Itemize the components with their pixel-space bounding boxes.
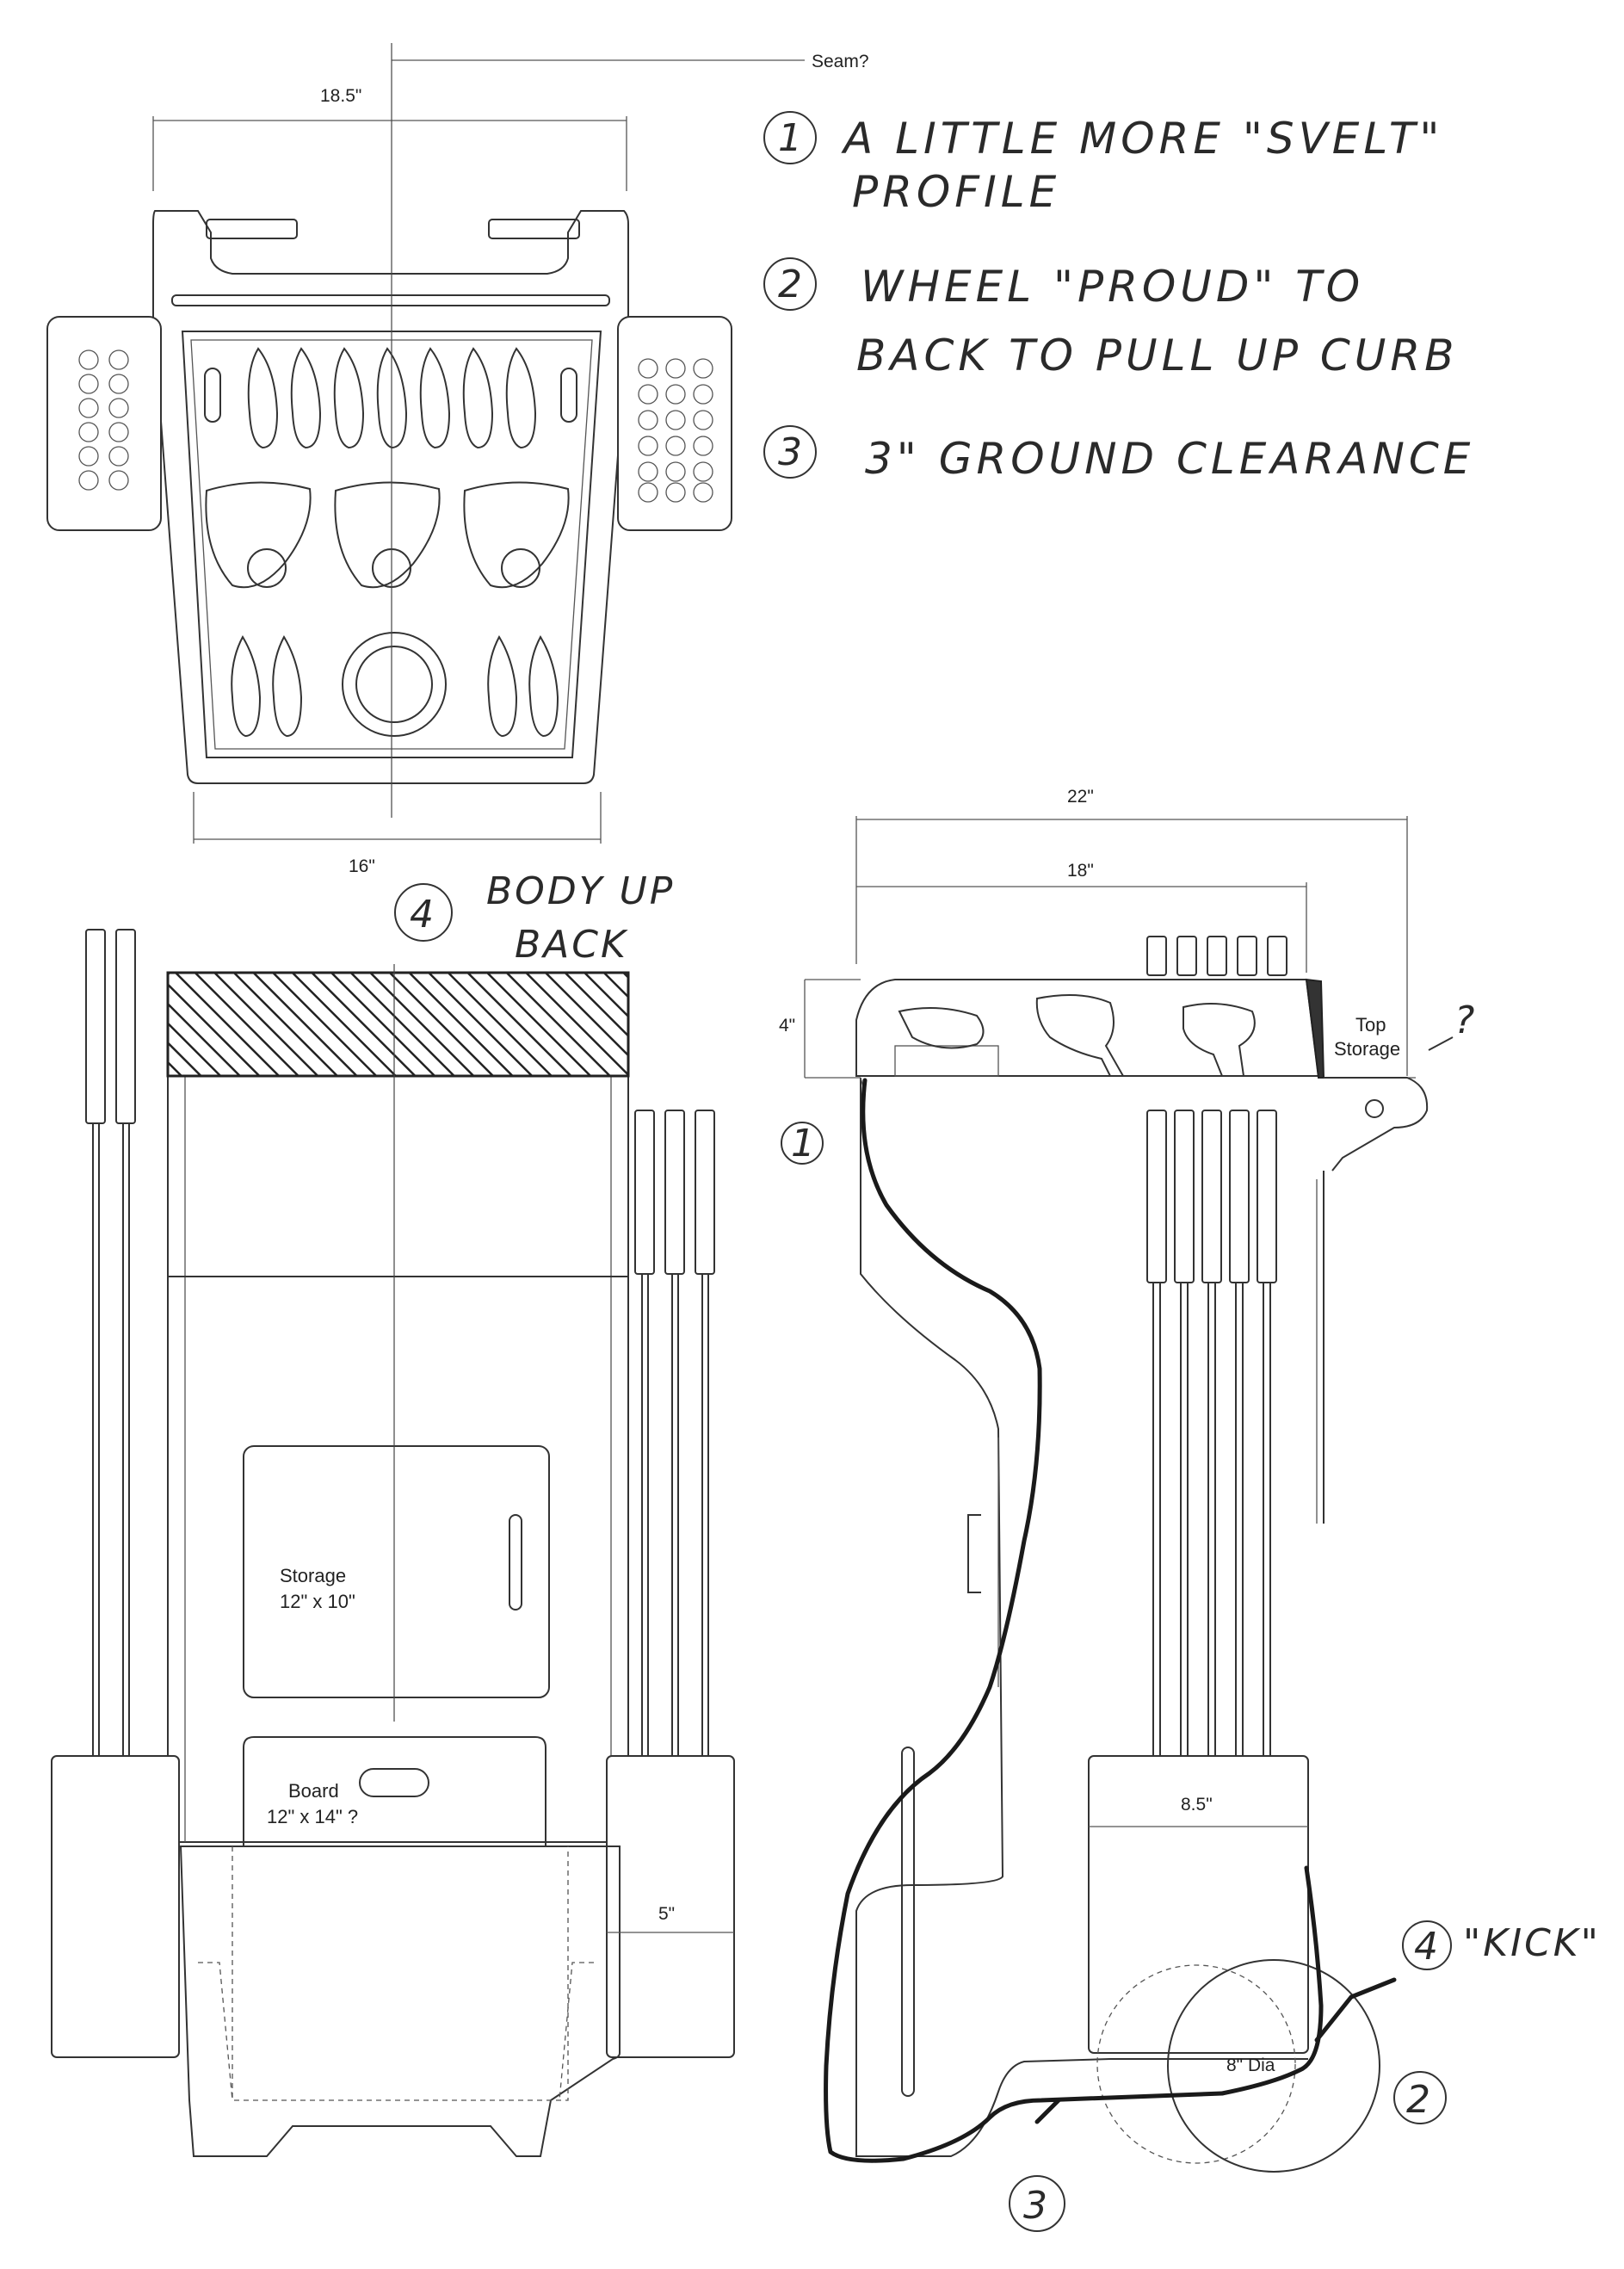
note-2-line-1: WHEEL "PROUD" TO (861, 262, 1364, 312)
revised-profile-line (824, 1078, 1225, 2163)
note-2-number: 2 (778, 263, 805, 306)
wood-heads-row (205, 481, 570, 589)
dim-5: 5" (658, 1904, 675, 1924)
wheel-proposed (1167, 1959, 1380, 2173)
note-3-line-1: 3" GROUND CLEARANCE (865, 434, 1474, 484)
seam-label: Seam? (812, 52, 869, 71)
iron-heads-row (247, 347, 537, 449)
front-note-line-1: BODY UP (486, 869, 675, 913)
dim-8-5: 8.5" (1181, 1795, 1213, 1815)
note-1-line-1: A LITTLE MORE "SVELT" (841, 114, 1443, 164)
side-marker-2: 2 (1406, 2078, 1433, 2122)
design-notes: 1 A LITTLE MORE "SVELT" PROFILE 2 WHEEL … (763, 111, 1474, 484)
wheel-dia-label: 8" Dia (1226, 2056, 1275, 2075)
front-note-line-2: BACK (515, 923, 628, 967)
dim-18-5: 18.5" (320, 86, 361, 106)
dim-4: 4" (779, 1016, 795, 1036)
hatched-top-band (166, 971, 630, 1078)
question-mark: ? (1454, 998, 1477, 1042)
top-view: Seam? 18.5" (46, 43, 869, 876)
storage-size: 12" x 10" (280, 1591, 355, 1612)
top-storage-label-2: Storage (1334, 1038, 1400, 1060)
side-view: 22" 18" 4" Top Storage ? (779, 787, 1601, 2232)
dim-16: 16" (349, 856, 375, 876)
dim-22: 22" (1067, 787, 1094, 807)
note-3-number: 3 (778, 430, 805, 474)
dim-18: 18" (1067, 861, 1094, 881)
note-1-number: 1 (778, 116, 805, 160)
board-label: Board (288, 1780, 339, 1802)
top-storage-label-1: Top (1355, 1014, 1386, 1036)
note-1-line-2: PROFILE (852, 167, 1060, 217)
kick-note-number: 4 (1414, 1925, 1441, 1969)
front-note-4-number: 4 (410, 893, 436, 937)
side-marker-3: 3 (1023, 2184, 1050, 2228)
wheel-current (1096, 1964, 1296, 2164)
note-2-line-2: BACK TO PULL UP CURB (856, 331, 1458, 380)
side-marker-1: 1 (791, 1122, 818, 1165)
front-view: 4 BODY UP BACK (51, 869, 735, 2157)
board-size: 12" x 14" ? (267, 1806, 358, 1827)
kick-note-label: "KICK" (1463, 1921, 1601, 1965)
storage-label: Storage (280, 1565, 346, 1586)
